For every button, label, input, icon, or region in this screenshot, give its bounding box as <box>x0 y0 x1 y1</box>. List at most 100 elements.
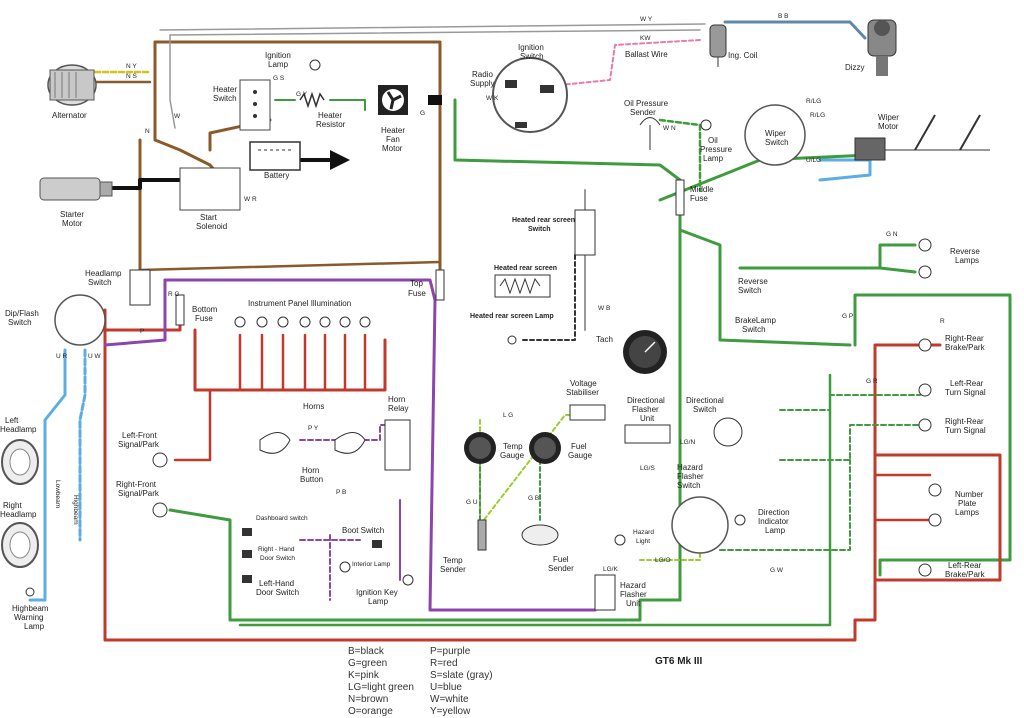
label-rhead-1: Right <box>3 501 22 510</box>
label-ballast: Ballast Wire <box>625 50 668 59</box>
label-fan-2: Fan <box>386 135 400 144</box>
wire-green-main <box>453 98 682 602</box>
dip-flash-switch-icon <box>54 294 106 346</box>
label-horns: Horns <box>303 402 324 411</box>
label-brakesw-2: Switch <box>742 325 766 334</box>
label-coil: Ing. Coil <box>728 51 758 60</box>
label-rfs-2: Signal/Park <box>118 489 160 498</box>
wire-brown-top <box>153 40 442 272</box>
wire-purple-main <box>163 278 597 612</box>
label-fan-3: Motor <box>382 144 403 153</box>
label-ignsw-1: Ignition <box>518 43 544 52</box>
tachometer-icon <box>623 330 667 374</box>
label-rrturn-2: Turn Signal <box>945 426 986 435</box>
code-w: W <box>174 113 181 120</box>
middle-fuse-icon <box>675 179 685 216</box>
label-hfu-2: Flasher <box>620 590 647 599</box>
label-lrbrake-1: Left-Rear <box>948 561 982 570</box>
label-wipersw-2: Switch <box>765 138 789 147</box>
code-gr: G R <box>866 378 878 385</box>
wire-lightgreen <box>479 414 596 526</box>
top-fuse-icon <box>435 269 445 301</box>
horns-icon <box>259 432 366 454</box>
label-revsw-2: Switch <box>738 286 762 295</box>
label-lhdoor-2: Door Switch <box>256 588 299 597</box>
wire-green-brake <box>678 228 852 347</box>
right-front-signal-lamp-icon <box>152 502 168 518</box>
wire-purple-left <box>103 278 167 347</box>
label-ignlamp-2: Lamp <box>268 60 289 69</box>
label-hl-1: Hazard <box>633 529 654 536</box>
code-kw: KW <box>640 35 651 42</box>
temp-sender-icon <box>477 519 487 551</box>
label-midfuse-2: Fuse <box>690 194 708 203</box>
label-wipermotor-1: Wiper <box>878 113 899 122</box>
label-relay-2: Relay <box>388 404 408 413</box>
rear-lamp-icons <box>918 238 942 577</box>
legend-item-7: R=red <box>430 658 458 669</box>
label-lhead-1: Left <box>5 416 19 425</box>
code-lg: L G <box>503 412 513 419</box>
wiper-switch-icon <box>744 104 806 166</box>
wire-gr <box>779 394 921 411</box>
code-rg: R G <box>168 291 180 298</box>
label-dfu-1: Directional <box>627 396 665 405</box>
heated-rear-screen-switch-icon <box>574 209 596 256</box>
label-fan-1: Heater <box>381 126 405 135</box>
wire-gw2 <box>719 459 851 551</box>
code-r: R <box>940 318 945 325</box>
code-gu: G U <box>466 499 478 506</box>
code-g: G <box>420 110 425 117</box>
fuel-sender-icon <box>521 524 559 546</box>
label-hbwarn-1: Highbeam <box>12 604 49 613</box>
code-py: P Y <box>308 425 319 432</box>
label-oilsender-2: Sender <box>630 108 656 117</box>
code-rlg2: R/LG <box>810 112 825 119</box>
highbeam-warning-lamp-icon <box>25 587 35 597</box>
starter-motor-icon <box>39 177 113 201</box>
left-front-signal-lamp-icon <box>152 452 168 468</box>
label-brakesw-1: BrakeLamp <box>735 316 776 325</box>
legend-item-10: W=white <box>430 694 469 705</box>
label-headsw-2: Switch <box>88 278 112 287</box>
heated-rear-screen-icon <box>494 274 551 298</box>
label-dfu-3: Unit <box>640 414 655 423</box>
wire-brown-fuse <box>138 260 442 272</box>
label-hfu-3: Unit <box>626 599 641 608</box>
label-rrturn-1: Right-Rear <box>945 417 984 426</box>
legend-item-1: G=green <box>348 658 387 669</box>
label-volt-2: Stabiliser <box>566 388 599 397</box>
wire-blue-wiper <box>818 158 872 182</box>
code-lgs: LG/S <box>640 465 655 472</box>
legend-item-3: LG=light green <box>348 682 414 693</box>
label-dsw-1: Directional <box>686 396 724 405</box>
code-wr: W R <box>244 196 257 203</box>
horn-relay-icon <box>384 419 411 471</box>
legend-item-6: P=purple <box>430 646 471 657</box>
label-oillamp-2: Pressure <box>700 145 733 154</box>
label-dil-3: Lamp <box>765 526 786 535</box>
wire-red-main <box>103 308 942 642</box>
label-lrturn-2: Turn Signal <box>945 388 986 397</box>
label-temps-1: Temp <box>443 556 463 565</box>
label-wipermotor-2: Motor <box>878 122 899 131</box>
component-labels: Alternator Starter Motor Start Solenoid … <box>0 43 986 631</box>
code-rlg: R/LG <box>806 98 821 105</box>
wire-green-bottom <box>168 508 682 622</box>
code-gp: G P <box>842 313 853 320</box>
legend-item-9: U=blue <box>430 682 462 693</box>
label-solenoid-1: Start <box>200 213 218 222</box>
label-bootsw: Boot Switch <box>342 526 384 535</box>
ignition-switch-icon <box>492 57 568 133</box>
label-dip-2: Switch <box>8 318 32 327</box>
wire-w2 <box>169 29 701 36</box>
label-rhead-2: Headlamp <box>0 510 37 519</box>
left-headlamp-icon <box>1 439 39 485</box>
label-rrbrake-2: Brake/Park <box>945 343 986 352</box>
label-oillamp-1: Oil <box>708 136 718 145</box>
start-solenoid-icon <box>179 167 241 211</box>
label-lowbeam: Lowbeam <box>54 480 61 508</box>
wire-green-gp <box>853 293 1012 577</box>
label-revlamps-2: Lamps <box>955 256 979 265</box>
